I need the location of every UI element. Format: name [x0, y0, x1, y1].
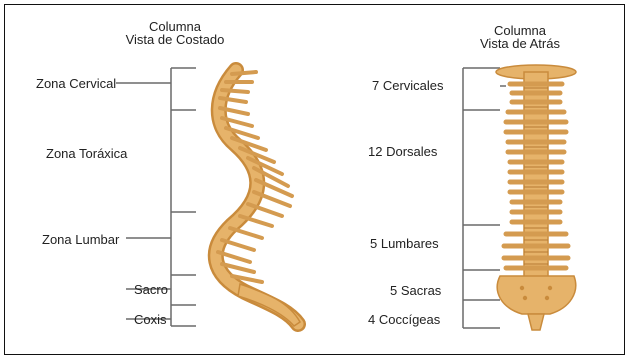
label-sacro: Sacro [134, 282, 168, 297]
side-view-spine [216, 70, 300, 326]
label-zona-lumbar: Zona Lumbar [42, 232, 119, 247]
label-5-sacras: 5 Sacras [390, 283, 441, 298]
label-coxis: Coxis [134, 312, 167, 327]
back-view-spine [496, 65, 576, 330]
label-5-lumbares: 5 Lumbares [370, 236, 439, 251]
label-12-dorsales: 12 Dorsales [368, 144, 437, 159]
label-zona-cervical: Zona Cervical [36, 76, 116, 91]
label-4-coccigeas: 4 Coccígeas [368, 312, 440, 327]
label-7-cervicales: 7 Cervicales [372, 78, 444, 93]
label-zona-toraxica: Zona Toráxica [46, 146, 127, 161]
